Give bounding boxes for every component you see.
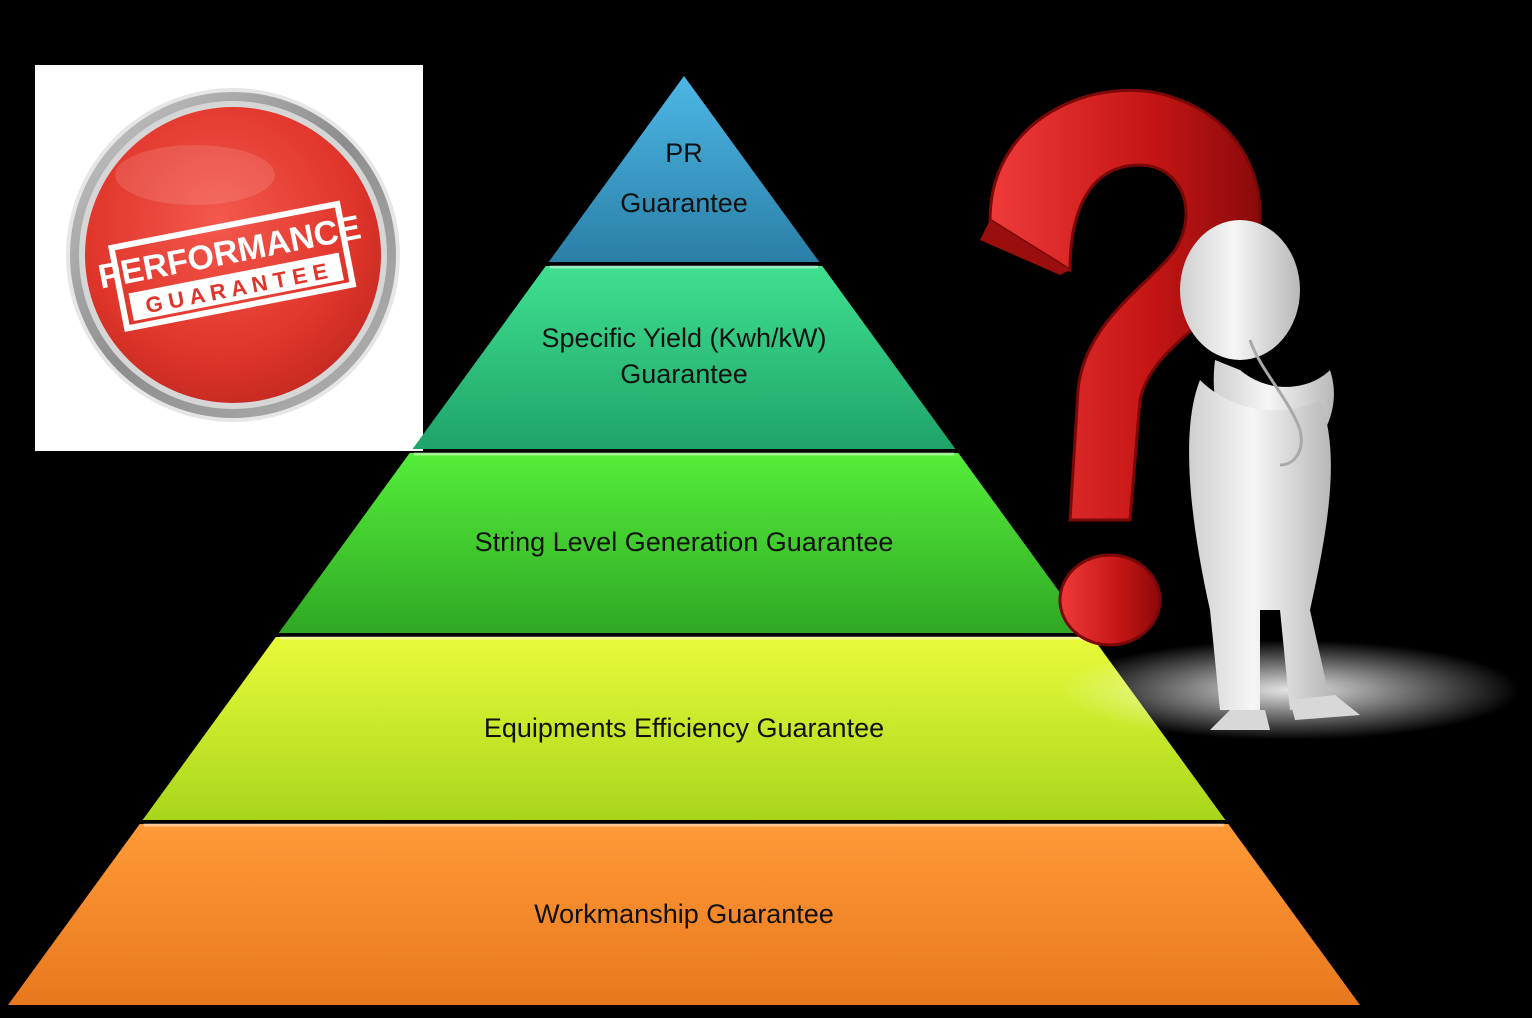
pyramid-tier-2 <box>412 266 956 449</box>
tier-label-line: Guarantee <box>620 359 748 389</box>
pyramid-tier-1 <box>548 76 820 262</box>
tier-label-line: Workmanship Guarantee <box>534 899 834 929</box>
tier-label-line: String Level Generation Guarantee <box>474 527 894 557</box>
performance-guarantee-logo: PERFORMANCE G U A R A N T E E <box>35 65 423 451</box>
tier-label-line: Guarantee <box>620 188 748 218</box>
tier-label-2: Specific Yield (Kwh/kW) Guarantee <box>541 320 826 392</box>
guarantee-badge-icon: PERFORMANCE G U A R A N T E E <box>66 88 400 422</box>
pyramid-tier-3 <box>278 453 1090 633</box>
pyramid-tier-4 <box>142 637 1226 820</box>
tier-label-5: Workmanship Guarantee <box>534 896 834 932</box>
tier-label-1: PR Guarantee <box>620 128 748 228</box>
tier-label-line: Equipments Efficiency Guarantee <box>483 713 885 743</box>
tier-label-4: Equipments Efficiency Guarantee <box>484 710 884 746</box>
question-mark-thinker-icon <box>980 88 1520 740</box>
tier-label-3: String Level Generation Guarantee <box>475 524 894 560</box>
tier-label-line: PR <box>665 138 703 168</box>
pyramid-tier-5 <box>8 824 1360 1005</box>
tier-label-line: Specific Yield (Kwh/kW) <box>541 323 827 353</box>
